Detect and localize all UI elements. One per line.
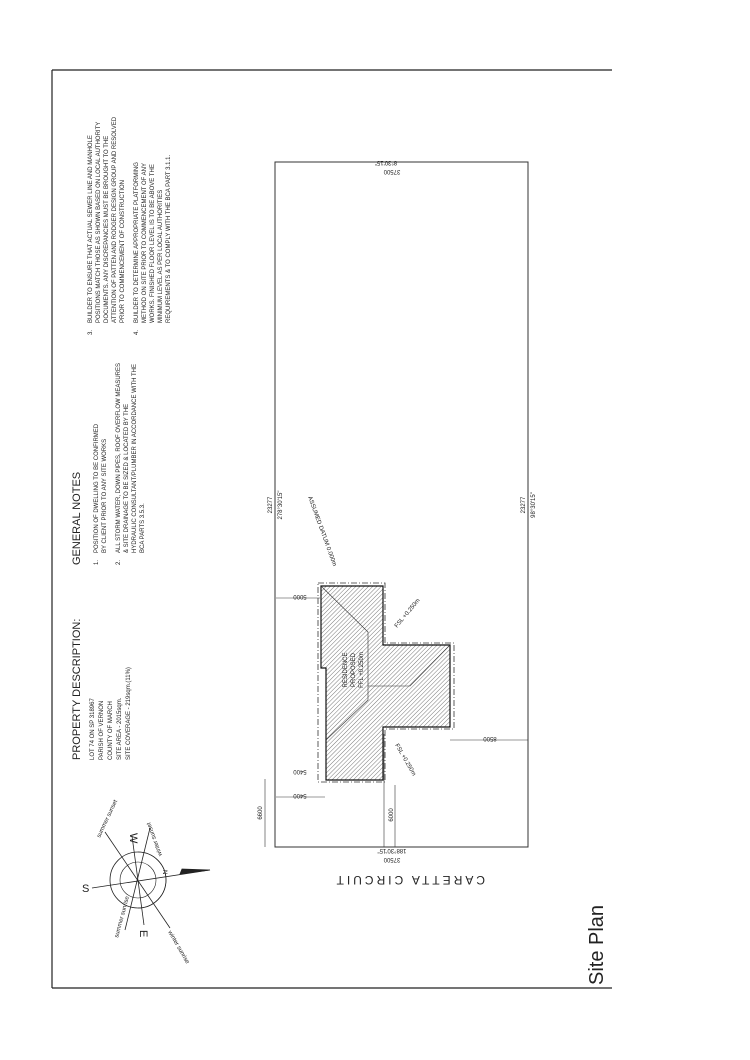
- note-line: POSITION OF DWELLING TO BE CONFIRMED: [94, 423, 100, 553]
- property-line: COUNTY OF MARCH: [108, 701, 114, 760]
- setback-label: 5400: [293, 792, 307, 798]
- note-line: BUILDER TO ENSURE THAT ACTUAL SEWER LINE…: [88, 135, 94, 323]
- top-length: 37500: [383, 168, 400, 174]
- general-notes-continued: 3. BUILDER TO ENSURE THAT ACTUAL SEWER L…: [88, 116, 172, 335]
- general-notes-heading: GENERAL NOTES: [71, 472, 83, 565]
- compass-east: E: [137, 930, 149, 937]
- residence-footprint: [320, 585, 451, 781]
- bottom-bearing: 188°30'15": [377, 847, 406, 853]
- note-line: ATTENTION OF PATTEN AND RODGER DESIGN GR…: [112, 116, 118, 323]
- compass-label: winter sunrise: [166, 929, 191, 965]
- right-bearing: 98°30'15": [531, 492, 537, 518]
- note-line: BCA PARTS 3.5.3.: [140, 503, 146, 553]
- compass-north: N: [161, 870, 167, 874]
- general-notes: GENERAL NOTES 1. POSITION OF DWELLING TO…: [71, 363, 146, 565]
- left-bearing: 278°30'15": [278, 490, 284, 519]
- note-number: 1.: [94, 560, 100, 565]
- note-number: 4.: [134, 330, 140, 335]
- top-bearing: 8°30'15": [375, 159, 397, 165]
- compass-west: W: [127, 833, 139, 844]
- property-line: LOT 74 ON SP 318967: [90, 698, 96, 760]
- setback-label: 5400: [293, 768, 307, 774]
- property-line: SITE COVERAGE - 219sqm.(11%): [126, 667, 132, 760]
- note-line: WORKS. FINISHED FLOOR LEVEL IS TO BE ABO…: [150, 164, 156, 323]
- right-length: 23277: [521, 496, 527, 513]
- compass-label: summer sunset: [96, 799, 119, 839]
- note-line: PRIOR TO COMMENCEMENT OF CONSTRUCTION: [120, 180, 126, 323]
- lot-boundary: [274, 161, 529, 848]
- residence-label: PROPOSED: [351, 652, 357, 687]
- note-number: 2.: [116, 560, 122, 565]
- street-name: CARETTA CIRCUIT: [334, 873, 485, 887]
- drawing-title: Site Plan: [586, 905, 608, 985]
- note-line: POSITIONS MATCH THOSE AS SHOWN BASED ON …: [96, 122, 102, 323]
- note-line: REQUIREMENTS & TO COMPLY WITH THE BCA PA…: [166, 155, 172, 323]
- bottom-length: 37500: [383, 856, 400, 862]
- note-line: METHOD ON SITE PRIOR TO COMMENCEMENT OF …: [142, 163, 148, 323]
- setback-dimensions: [264, 597, 528, 847]
- property-line: PARISH OF VERNON: [99, 701, 105, 760]
- eaves-outline: [317, 582, 455, 783]
- datum-label: ASSUMED DATUM 0.000m: [306, 496, 337, 568]
- roof-ridge: [368, 644, 451, 687]
- proposed-residence: RESIDENCE PROPOSED FFL +0.250m FSL +0.25…: [317, 582, 455, 783]
- compass-south: S: [82, 883, 89, 895]
- note-4: 4. BUILDER TO DETERMINE APPROPRIATE PLAT…: [134, 155, 172, 335]
- fsl-label: FSL +0.250m: [394, 598, 422, 629]
- note-2: 2. ALL STORM WATER, DOWN PIPES, ROOF OVE…: [116, 363, 146, 565]
- left-length: 23277: [268, 496, 274, 513]
- note-line: ALL STORM WATER, DOWN PIPES, ROOF OVERFL…: [116, 363, 122, 553]
- compass-label: winter sunset: [146, 821, 164, 858]
- note-3: 3. BUILDER TO ENSURE THAT ACTUAL SEWER L…: [88, 116, 126, 335]
- fsl-label: FSL +0.250m: [393, 743, 416, 777]
- note-line: DOCUMENTS. ANY DISCREPANCIES MUST BE BRO…: [104, 136, 110, 323]
- setback-label: 6000: [389, 808, 395, 822]
- property-description-heading: PROPERTY DESCRIPTION:: [71, 619, 83, 760]
- residence-label: RESIDENCE: [343, 652, 349, 687]
- property-line: SITE AREA - 2015sqm.: [117, 697, 123, 760]
- setback-label: 8500: [483, 735, 497, 741]
- note-line: HYDRAULIC CONSULTANT/PLUMBER IN ACCORDAN…: [132, 364, 138, 553]
- property-description: PROPERTY DESCRIPTION: LOT 74 ON SP 31896…: [71, 619, 132, 760]
- note-line: BUILDER TO DETERMINE APPROPRIATE PLATFOR…: [134, 162, 140, 323]
- note-line: MINIMUM LEVEL AS PER LOCAL AUTHORITIES: [158, 190, 164, 323]
- note-number: 3.: [88, 330, 94, 335]
- setback-label: 6600: [258, 806, 264, 820]
- compass-rose: [91, 827, 211, 931]
- note-line: & SITE DRAINAGE TO BE SIZED & LOCATED BY…: [124, 404, 130, 553]
- note-line: BY CLIENT PRIOR TO ANY SITE WORKS: [102, 439, 108, 553]
- roof-ridge: [320, 585, 369, 741]
- setback-label: 5000: [293, 593, 307, 599]
- note-1: 1. POSITION OF DWELLING TO BE CONFIRMED …: [94, 423, 108, 565]
- residence-ffl: FFL +0.250m: [359, 652, 365, 688]
